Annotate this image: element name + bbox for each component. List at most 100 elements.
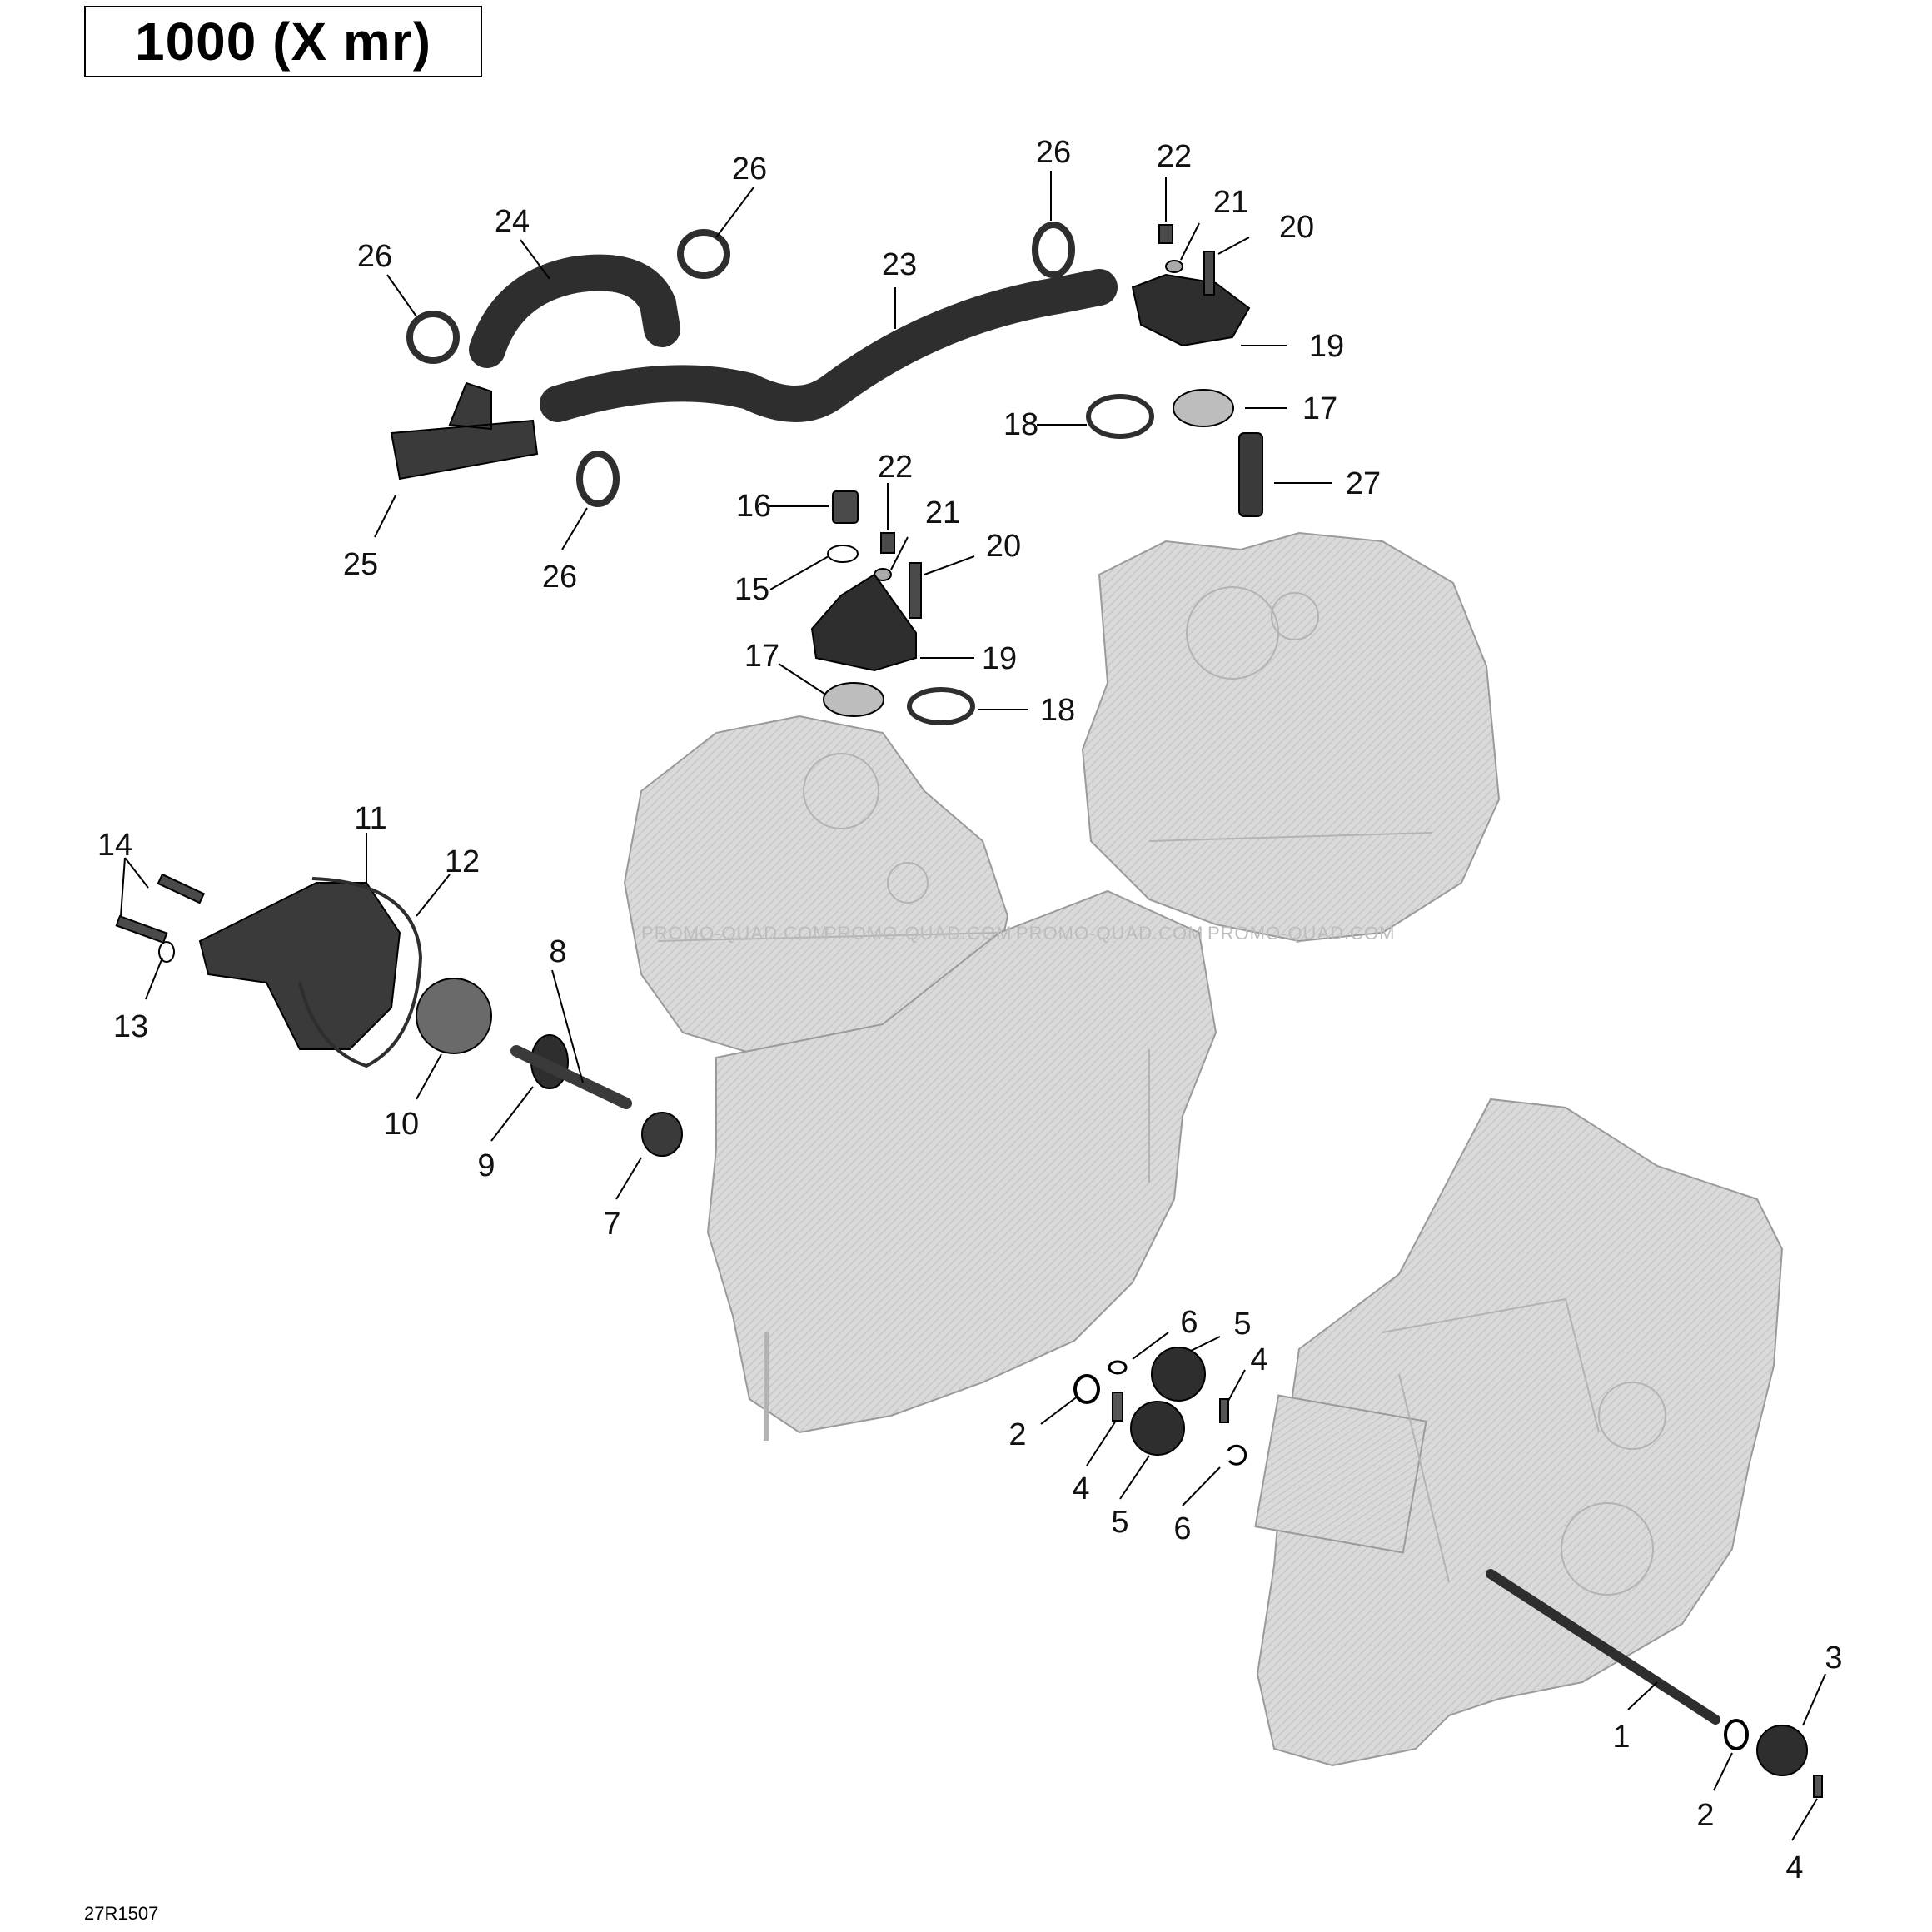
leader-26d [561,507,588,550]
leader-26a [386,274,417,317]
pump-cover-11 [198,882,401,1050]
plug-16 [832,490,859,524]
bolt-20a [1203,251,1215,296]
bolt-14a [157,873,206,904]
gasket-17b [823,682,884,717]
callout-5a: 5 [1233,1307,1251,1342]
watermark-2: PROMO-QUAD.COM [824,923,1012,944]
gear-3 [1756,1725,1808,1776]
rear-cylinder-head [1081,531,1501,943]
leader-2b [1713,1752,1733,1791]
callout-5b: 5 [1111,1505,1128,1540]
watermark-4: PROMO-QUAD.COM [1208,923,1395,944]
callout-4a: 4 [1072,1471,1089,1506]
temperature-sensor-27 [1238,432,1263,517]
washer-21a [1165,260,1183,273]
leader-15 [769,555,829,590]
callout-10: 10 [384,1107,419,1142]
callout-17a: 17 [1302,391,1337,426]
leader-1 [1627,1681,1658,1710]
callout-4b: 4 [1250,1342,1267,1377]
callout-20b: 20 [986,529,1021,564]
o-ring-12 [298,877,423,1068]
callout-22a: 22 [1157,139,1192,174]
callout-12: 12 [445,844,480,879]
callout-2b: 2 [1696,1798,1714,1833]
callout-6b: 6 [1173,1511,1191,1546]
leader-3 [1802,1673,1826,1726]
leader-17b [778,663,825,695]
outlet-socket-19b [810,573,917,672]
callout-11: 11 [354,801,386,836]
y-fitting-25 [390,381,539,481]
callout-25: 25 [343,547,378,582]
engine-details [657,586,1666,1596]
clamp-26d [576,451,620,507]
watermarks: PROMO-QUAD.COM PROMO-QUAD.COM PROMO-QUAD… [641,923,1395,944]
washer-15 [827,545,859,563]
gear-5b [1130,1401,1185,1456]
callout-19b: 19 [982,641,1017,676]
leader-6b [1182,1466,1221,1506]
washer-2b [1724,1719,1749,1750]
bolt-14b [115,914,168,944]
callout-14: 14 [97,828,132,863]
leader-lines [120,171,1826,1841]
callout-21b: 21 [925,495,960,530]
retaining-ring-6a [1108,1360,1128,1375]
leader-12 [416,874,451,917]
leader-25 [374,495,396,538]
gear-5a [1151,1347,1206,1402]
watermark-1: PROMO-QUAD.COM [641,923,829,944]
outlet-socket-19a [1131,273,1251,347]
callout-20a: 20 [1279,210,1314,245]
shaft-1 [1486,1569,1720,1725]
callout-18a: 18 [1003,407,1038,442]
callout-2a: 2 [1008,1417,1026,1452]
leader-9 [490,1086,534,1142]
callout-13: 13 [113,1009,148,1044]
callout-9: 9 [477,1148,495,1183]
leader-20b [924,555,975,575]
leader-20a [1217,237,1250,255]
hose-24 [469,254,680,368]
parts [115,222,1823,1798]
pump-shaft-8 [510,1045,632,1109]
leader-10 [416,1053,442,1100]
pin-4b [1219,1398,1229,1423]
hose-23 [540,269,1118,422]
leader-14b [120,857,126,917]
bleed-screw-22b [880,532,895,554]
callout-16: 16 [736,489,771,524]
diagram-title-box: 1000 (X mr) [84,6,482,77]
callout-26a: 26 [357,239,392,274]
crankcase-upper [706,889,1217,1434]
callout-3: 3 [1825,1641,1842,1676]
leader-26b [715,187,754,238]
clamp-26b [677,229,730,279]
callout-15: 15 [734,572,769,607]
diagram-title: 1000 (X mr) [134,12,432,72]
oil-cooler [1254,1394,1427,1554]
callout-6a: 6 [1180,1305,1198,1340]
callout-22b: 22 [878,450,913,485]
callout-23: 23 [882,247,917,282]
retaining-ring-6b [1227,1444,1247,1466]
callout-7: 7 [603,1207,620,1242]
leader-2a [1040,1395,1079,1425]
crankcase-lower [1256,1098,1784,1767]
clamp-26c [1032,222,1075,278]
engine-block [623,531,1784,1767]
leader-6a [1132,1332,1169,1360]
pin-4c [1813,1775,1823,1798]
leader-14a [124,857,149,889]
callout-26c: 26 [1036,135,1071,170]
leader-4b [1227,1369,1246,1402]
washer-13 [158,941,175,963]
callout-4c: 4 [1785,1850,1803,1885]
seal-7 [641,1112,683,1157]
leader-13 [145,957,163,1000]
callout-17b: 17 [744,639,779,674]
o-ring-18b [907,687,975,725]
